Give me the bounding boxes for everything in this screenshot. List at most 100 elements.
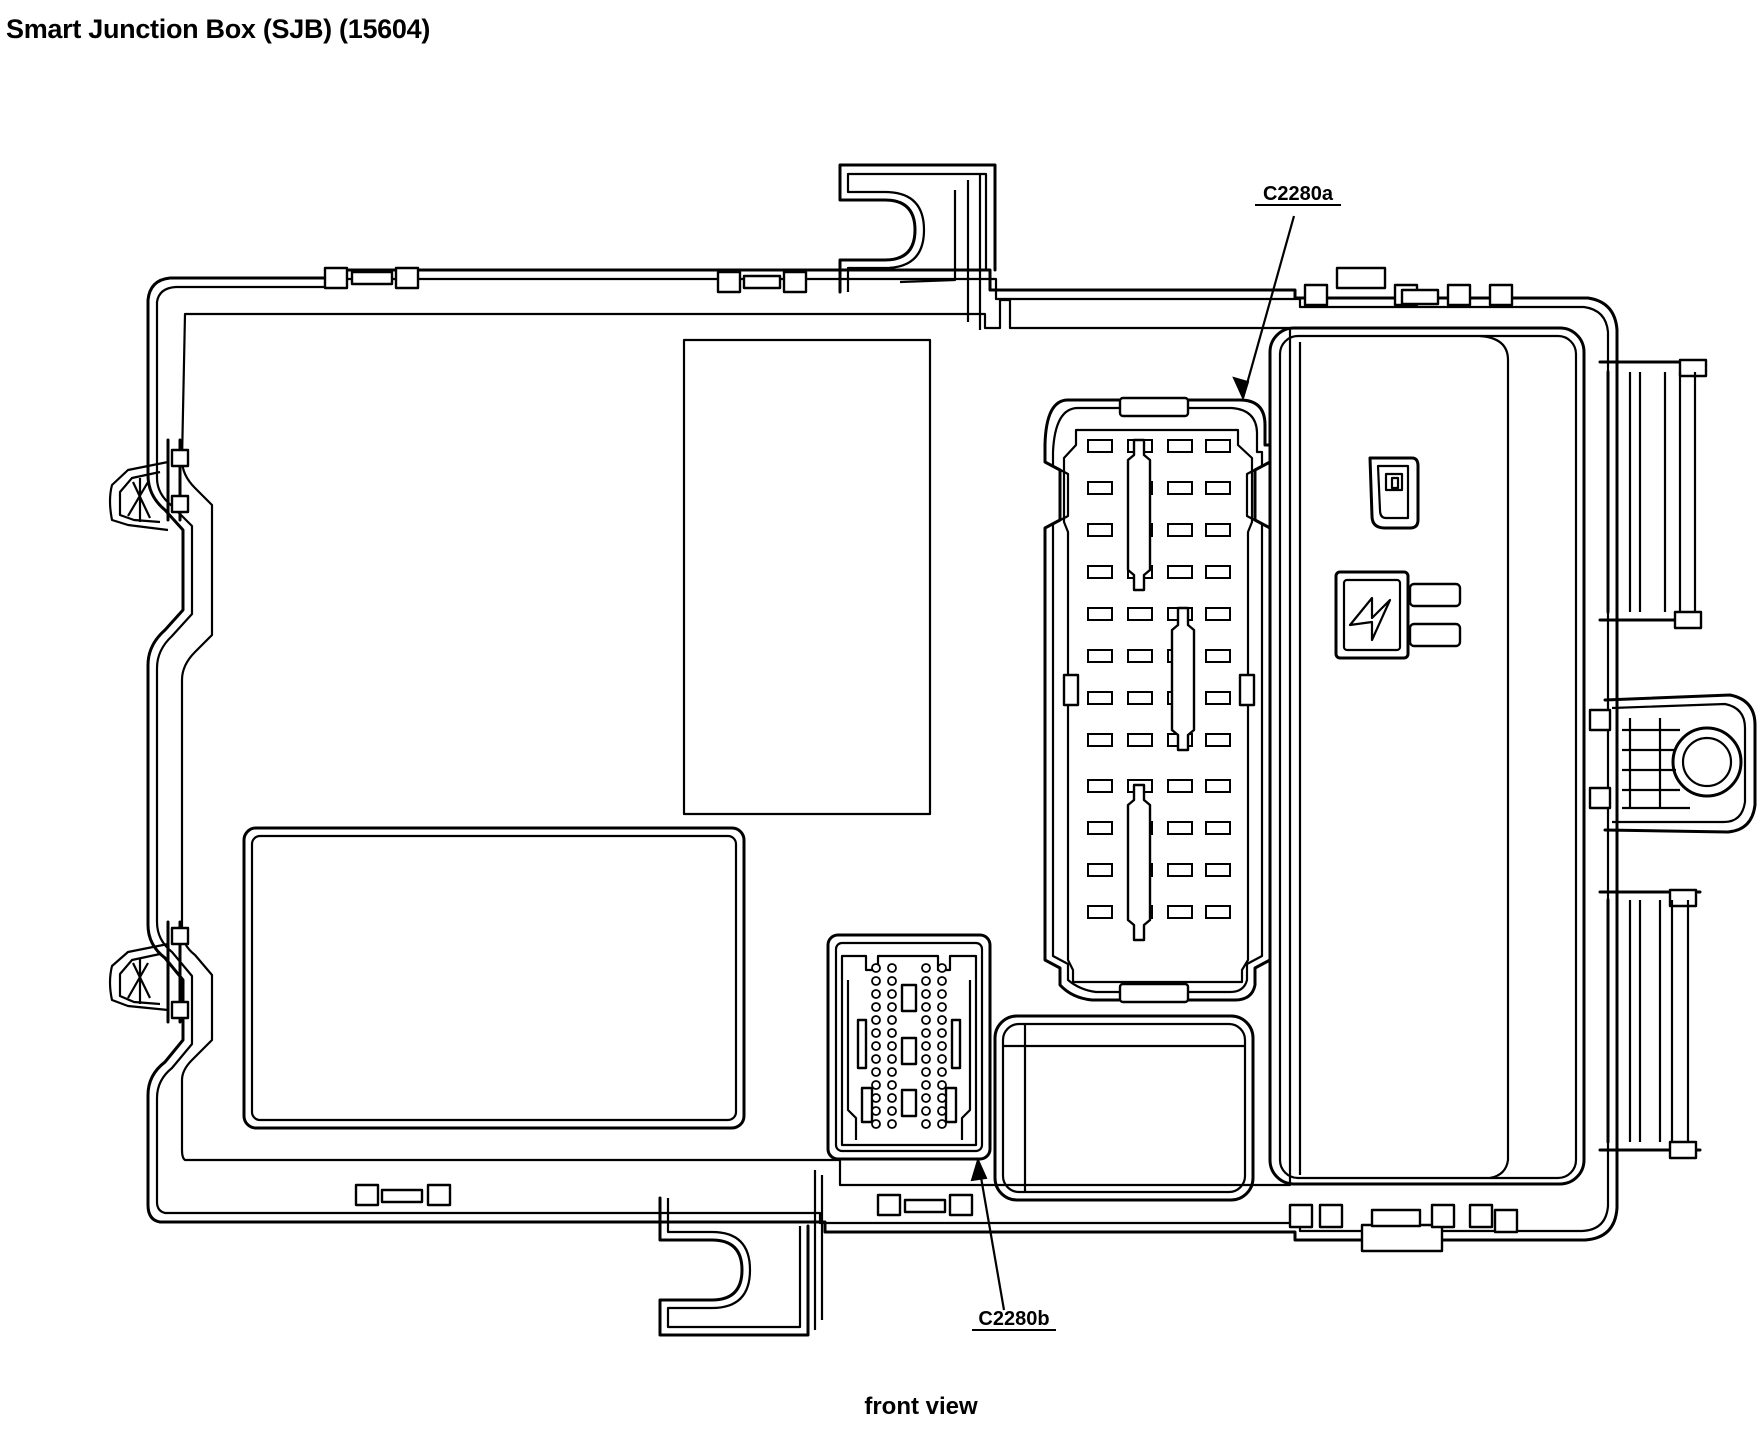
view-caption: front view xyxy=(864,1393,978,1420)
pin-hole xyxy=(871,1002,881,1012)
pin-cavity xyxy=(1087,523,1113,537)
pin-hole xyxy=(921,1119,931,1129)
pin-cavity xyxy=(1167,905,1193,919)
callout-leader-c2280a xyxy=(1232,215,1296,401)
pin-cavity xyxy=(1167,821,1193,835)
pin-cavity xyxy=(1127,691,1153,705)
pin-cavity xyxy=(1205,733,1231,747)
pin-hole xyxy=(921,1015,931,1025)
pin-hole xyxy=(937,1119,947,1129)
pin-hole xyxy=(921,963,931,973)
pin-cavity xyxy=(1205,523,1231,537)
pin-hole xyxy=(921,1041,931,1051)
pin-cavity xyxy=(1087,565,1113,579)
pin-cavity xyxy=(1087,649,1113,663)
pin-cavity xyxy=(1127,733,1153,747)
pin-hole xyxy=(871,1093,881,1103)
pin-hole xyxy=(937,1080,947,1090)
pin-hole xyxy=(871,1119,881,1129)
pin-hole xyxy=(937,989,947,999)
lightning-icon xyxy=(1334,570,1462,660)
pin-cavity xyxy=(1205,905,1231,919)
pin-hole xyxy=(871,1067,881,1077)
pin-hole xyxy=(921,1002,931,1012)
pin-cavity xyxy=(1127,607,1153,621)
pin-hole xyxy=(887,1041,897,1051)
pin-cavity xyxy=(1127,649,1153,663)
pin-cavity xyxy=(1087,691,1113,705)
pin-hole xyxy=(937,1067,947,1077)
pin-hole xyxy=(921,1028,931,1038)
pin-cavity xyxy=(1087,905,1113,919)
pin-cavity xyxy=(1205,821,1231,835)
pin-hole xyxy=(921,1067,931,1077)
pin-hole xyxy=(887,1002,897,1012)
pin-hole xyxy=(937,1093,947,1103)
pin-cavity xyxy=(1167,523,1193,537)
pin-cavity xyxy=(1205,779,1231,793)
pin-hole xyxy=(937,1054,947,1064)
pin-hole xyxy=(887,976,897,986)
callout-label-c2280a: C2280a xyxy=(1263,183,1334,205)
pin-cavity xyxy=(1087,863,1113,877)
pin-hole xyxy=(921,1054,931,1064)
connector-c2280a xyxy=(1043,396,1272,1004)
pin-cavity xyxy=(1087,779,1113,793)
pin-hole xyxy=(887,963,897,973)
pin-hole xyxy=(887,1054,897,1064)
pin-hole xyxy=(887,1028,897,1038)
pin-hole xyxy=(871,1028,881,1038)
pin-hole xyxy=(871,1106,881,1116)
pin-cavity xyxy=(1087,439,1113,453)
pin-hole xyxy=(921,1093,931,1103)
pin-cavity xyxy=(1167,439,1193,453)
pin-cavity xyxy=(1205,439,1231,453)
pin-hole xyxy=(921,976,931,986)
pin-hole xyxy=(887,1015,897,1025)
pin-hole xyxy=(921,1080,931,1090)
pin-cavity xyxy=(1087,733,1113,747)
pin-cavity xyxy=(1205,691,1231,705)
pin-hole xyxy=(871,1080,881,1090)
pin-hole xyxy=(937,1015,947,1025)
pin-cavity xyxy=(1205,607,1231,621)
pin-hole xyxy=(887,1093,897,1103)
pin-hole xyxy=(887,1119,897,1129)
pin-cavity xyxy=(1167,779,1193,793)
pin-hole xyxy=(887,1067,897,1077)
pin-cavity xyxy=(1087,821,1113,835)
pin-hole xyxy=(887,1080,897,1090)
pin-hole xyxy=(937,1106,947,1116)
junction-box-housing xyxy=(108,163,1757,1337)
pin-cavity xyxy=(1205,565,1231,579)
pin-hole xyxy=(871,1015,881,1025)
pin-hole xyxy=(871,976,881,986)
diagram-title: Smart Junction Box (SJB) (15604) xyxy=(6,14,431,44)
connector-c2280b xyxy=(826,933,992,1161)
pin-cavity xyxy=(1205,863,1231,877)
pin-cavity xyxy=(1205,481,1231,495)
pin-hole xyxy=(921,1106,931,1116)
pin-cavity xyxy=(1087,607,1113,621)
pin-hole xyxy=(937,1041,947,1051)
pin-cavity xyxy=(1167,863,1193,877)
callout-leader-c2280b xyxy=(970,1157,1006,1311)
pin-cavity xyxy=(1205,649,1231,663)
pin-hole xyxy=(871,989,881,999)
pin-hole xyxy=(937,1002,947,1012)
pin-hole xyxy=(937,963,947,973)
pin-hole xyxy=(871,963,881,973)
pin-hole xyxy=(887,1106,897,1116)
callout-label-c2280b: C2280b xyxy=(978,1308,1049,1330)
pin-hole xyxy=(921,989,931,999)
lock-icon xyxy=(1368,456,1420,530)
pin-hole xyxy=(937,1028,947,1038)
pin-cavity xyxy=(1167,481,1193,495)
pin-hole xyxy=(871,1041,881,1051)
pin-cavity xyxy=(1087,481,1113,495)
pin-cavity xyxy=(1167,565,1193,579)
pin-hole xyxy=(887,989,897,999)
pin-hole xyxy=(937,976,947,986)
pin-hole xyxy=(871,1054,881,1064)
